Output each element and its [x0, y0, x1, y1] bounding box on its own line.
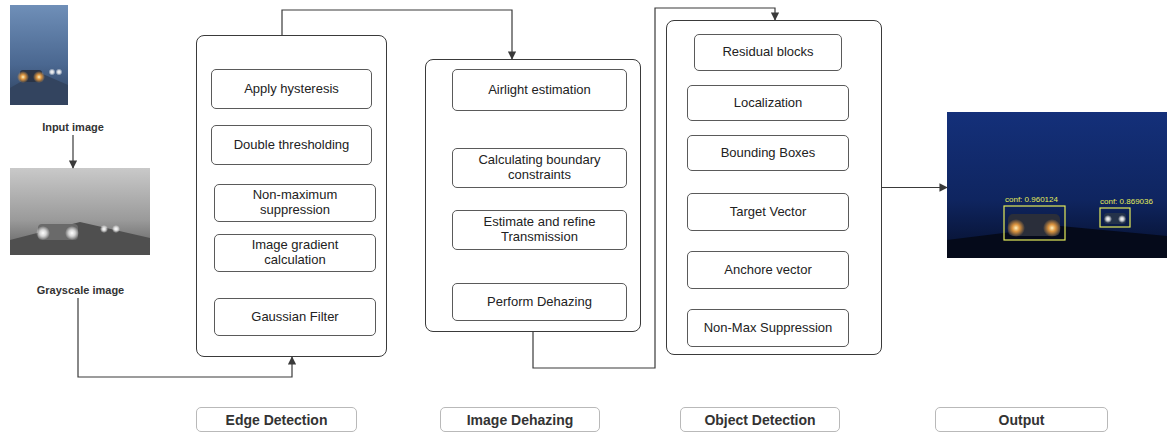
node-label: Gaussian Filter: [251, 310, 338, 325]
flow-arrow: [882, 187, 947, 188]
confidence-label: conf: 0.869036: [1100, 198, 1153, 206]
stage-panel: Residual blocksLocalizationBounding Boxe…: [666, 20, 882, 355]
node-label: Target Vector: [730, 205, 807, 220]
section-label: Object Detection: [680, 407, 840, 432]
stage-panel: Airlight estimationCalculating boundary …: [425, 59, 641, 332]
node-label: Non-Max Suppression: [704, 321, 833, 336]
process-box: Airlight estimation: [452, 69, 627, 111]
process-box: Gaussian Filter: [214, 298, 376, 336]
output-photo: [947, 112, 1167, 258]
node-label: Double thresholding: [234, 138, 350, 153]
node-label: Image Dehazing: [467, 412, 574, 428]
process-box: Non-Max Suppression: [687, 309, 849, 347]
node-label: Image gradient calculation: [221, 238, 369, 268]
process-box: Localization: [687, 85, 849, 121]
process-box: Apply hysteresis: [211, 69, 372, 109]
output-image: conf: 0.960124 conf: 0.869036: [947, 112, 1167, 258]
node-label: Anchore vector: [724, 263, 811, 278]
section-label: Image Dehazing: [440, 407, 600, 432]
grayscale-image: Grayscale image: [8, 168, 153, 298]
process-box: Anchore vector: [687, 251, 849, 289]
process-box: Estimate and refine Transmission: [452, 210, 627, 250]
node-label: Apply hysteresis: [244, 82, 339, 97]
process-box: Target Vector: [687, 193, 849, 231]
flow-arrow: [72, 135, 73, 168]
node-label: Calculating boundary constraints: [459, 153, 620, 183]
node-label: Input image: [42, 121, 104, 133]
section-label: Output: [935, 407, 1108, 432]
node-label: Grayscale image: [37, 284, 124, 296]
node-label: Estimate and refine Transmission: [459, 215, 620, 245]
process-box: Residual blocks: [694, 34, 842, 71]
input-photo: [10, 5, 68, 105]
section-label: Edge Detection: [196, 407, 357, 432]
node-label: Bounding Boxes: [721, 146, 816, 161]
node-label: Perform Dehazing: [487, 295, 592, 310]
process-box: Double thresholding: [211, 125, 372, 165]
input-image: Input image: [8, 5, 138, 135]
confidence-label: conf: 0.960124: [1005, 196, 1058, 204]
node-label: Residual blocks: [722, 45, 813, 60]
process-box: Perform Dehazing: [452, 283, 627, 321]
node-label: Edge Detection: [226, 412, 328, 428]
node-label: Output: [999, 412, 1045, 428]
process-box: Bounding Boxes: [687, 135, 849, 171]
node-label: Localization: [734, 96, 803, 111]
process-box: Image gradient calculation: [214, 234, 376, 272]
stage-panel: Apply hysteresisDouble thresholdingNon-m…: [196, 35, 387, 357]
node-label: Non-maximum suppression: [221, 188, 369, 218]
process-box: Non-maximum suppression: [214, 184, 376, 222]
process-box: Calculating boundary constraints: [452, 148, 627, 188]
grayscale-photo: [10, 168, 150, 255]
node-label: Object Detection: [704, 412, 815, 428]
node-label: Airlight estimation: [488, 83, 591, 98]
